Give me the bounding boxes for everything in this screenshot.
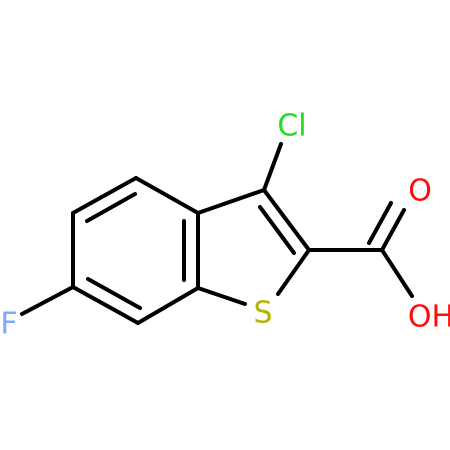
sulfur-label: S — [253, 296, 272, 331]
bond-c3-cl — [262, 142, 283, 192]
bond-c7-c6 — [71, 285, 140, 325]
bond-c3-c2 — [262, 188, 311, 252]
bond-inner-c5-c4 — [85, 192, 137, 223]
chlorine-label: Cl — [277, 109, 306, 144]
bond-c7a-c7 — [136, 286, 200, 325]
bond-c2-s — [276, 248, 311, 296]
bond-s-c7a — [196, 286, 247, 306]
bond-inner-c3-c2 — [258, 205, 296, 255]
oxygen-label: O — [408, 174, 432, 209]
bond-ccooh-o-double-1 — [380, 208, 406, 252]
hydroxyl-label: OH — [408, 300, 450, 335]
fluorine-label: F — [0, 307, 17, 342]
bond-ccooh-o-double-2 — [367, 201, 393, 245]
bond-c6-f — [20, 285, 75, 316]
bond-ccooh-oh — [380, 248, 414, 298]
bond-c3a-c3 — [196, 188, 266, 215]
bond-c4-c3a — [134, 176, 200, 215]
bond-c5-c4 — [71, 176, 138, 215]
bond-inner-c7-c6 — [86, 277, 142, 310]
